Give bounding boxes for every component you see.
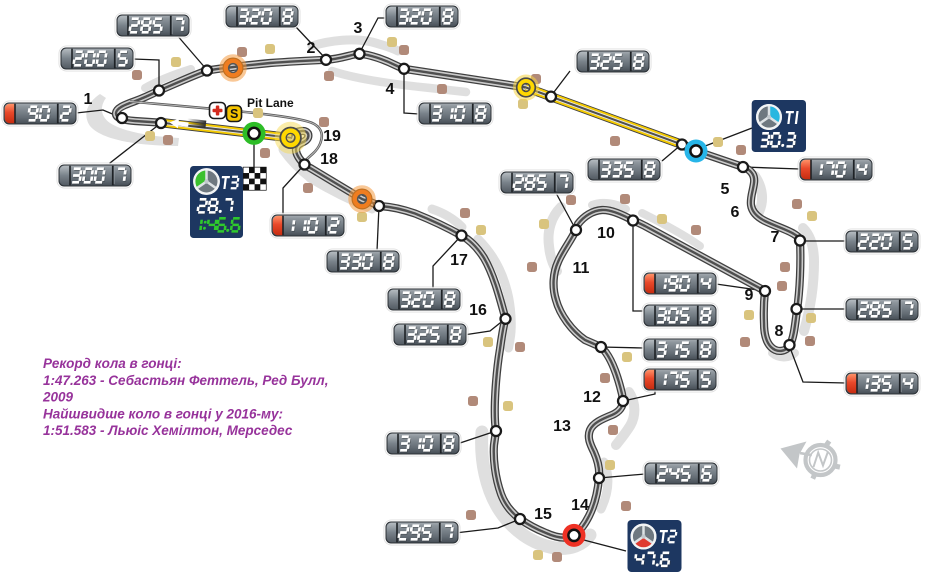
svg-text:Найшвидше коло в гонці у 2016-: Найшвидше коло в гонці у 2016-му: bbox=[43, 406, 283, 421]
svg-text:5: 5 bbox=[721, 181, 730, 198]
svg-text:7: 7 bbox=[771, 229, 780, 246]
svg-text:18: 18 bbox=[320, 151, 338, 168]
svg-text:11: 11 bbox=[573, 260, 590, 277]
svg-text:10: 10 bbox=[597, 225, 615, 242]
svg-text:15: 15 bbox=[534, 506, 552, 523]
svg-text:12: 12 bbox=[583, 389, 601, 406]
svg-text:4: 4 bbox=[386, 81, 395, 98]
svg-text:6: 6 bbox=[731, 204, 740, 221]
svg-text:Рекорд кола в гонці:: Рекорд кола в гонці: bbox=[43, 356, 182, 371]
svg-text:1:51.583 - Льюіс Хемілтон, Мер: 1:51.583 - Льюіс Хемілтон, Мерседес bbox=[43, 423, 293, 438]
svg-text:13: 13 bbox=[553, 418, 571, 435]
svg-text:1:47.263 - Себастьян Феттель,: 1:47.263 - Себастьян Феттель, Ред Булл, bbox=[43, 373, 328, 388]
svg-text:14: 14 bbox=[571, 497, 589, 514]
svg-text:2: 2 bbox=[307, 40, 316, 57]
svg-text:3: 3 bbox=[354, 20, 363, 37]
svg-text:9: 9 bbox=[745, 287, 754, 304]
svg-text:Pit Lane: Pit Lane bbox=[247, 96, 294, 110]
svg-text:17: 17 bbox=[450, 252, 468, 269]
svg-text:S: S bbox=[230, 107, 238, 121]
svg-text:16: 16 bbox=[469, 302, 487, 319]
svg-text:8: 8 bbox=[775, 323, 784, 340]
svg-text:19: 19 bbox=[323, 128, 341, 145]
svg-text:1: 1 bbox=[84, 91, 93, 108]
svg-text:2009: 2009 bbox=[42, 390, 74, 405]
